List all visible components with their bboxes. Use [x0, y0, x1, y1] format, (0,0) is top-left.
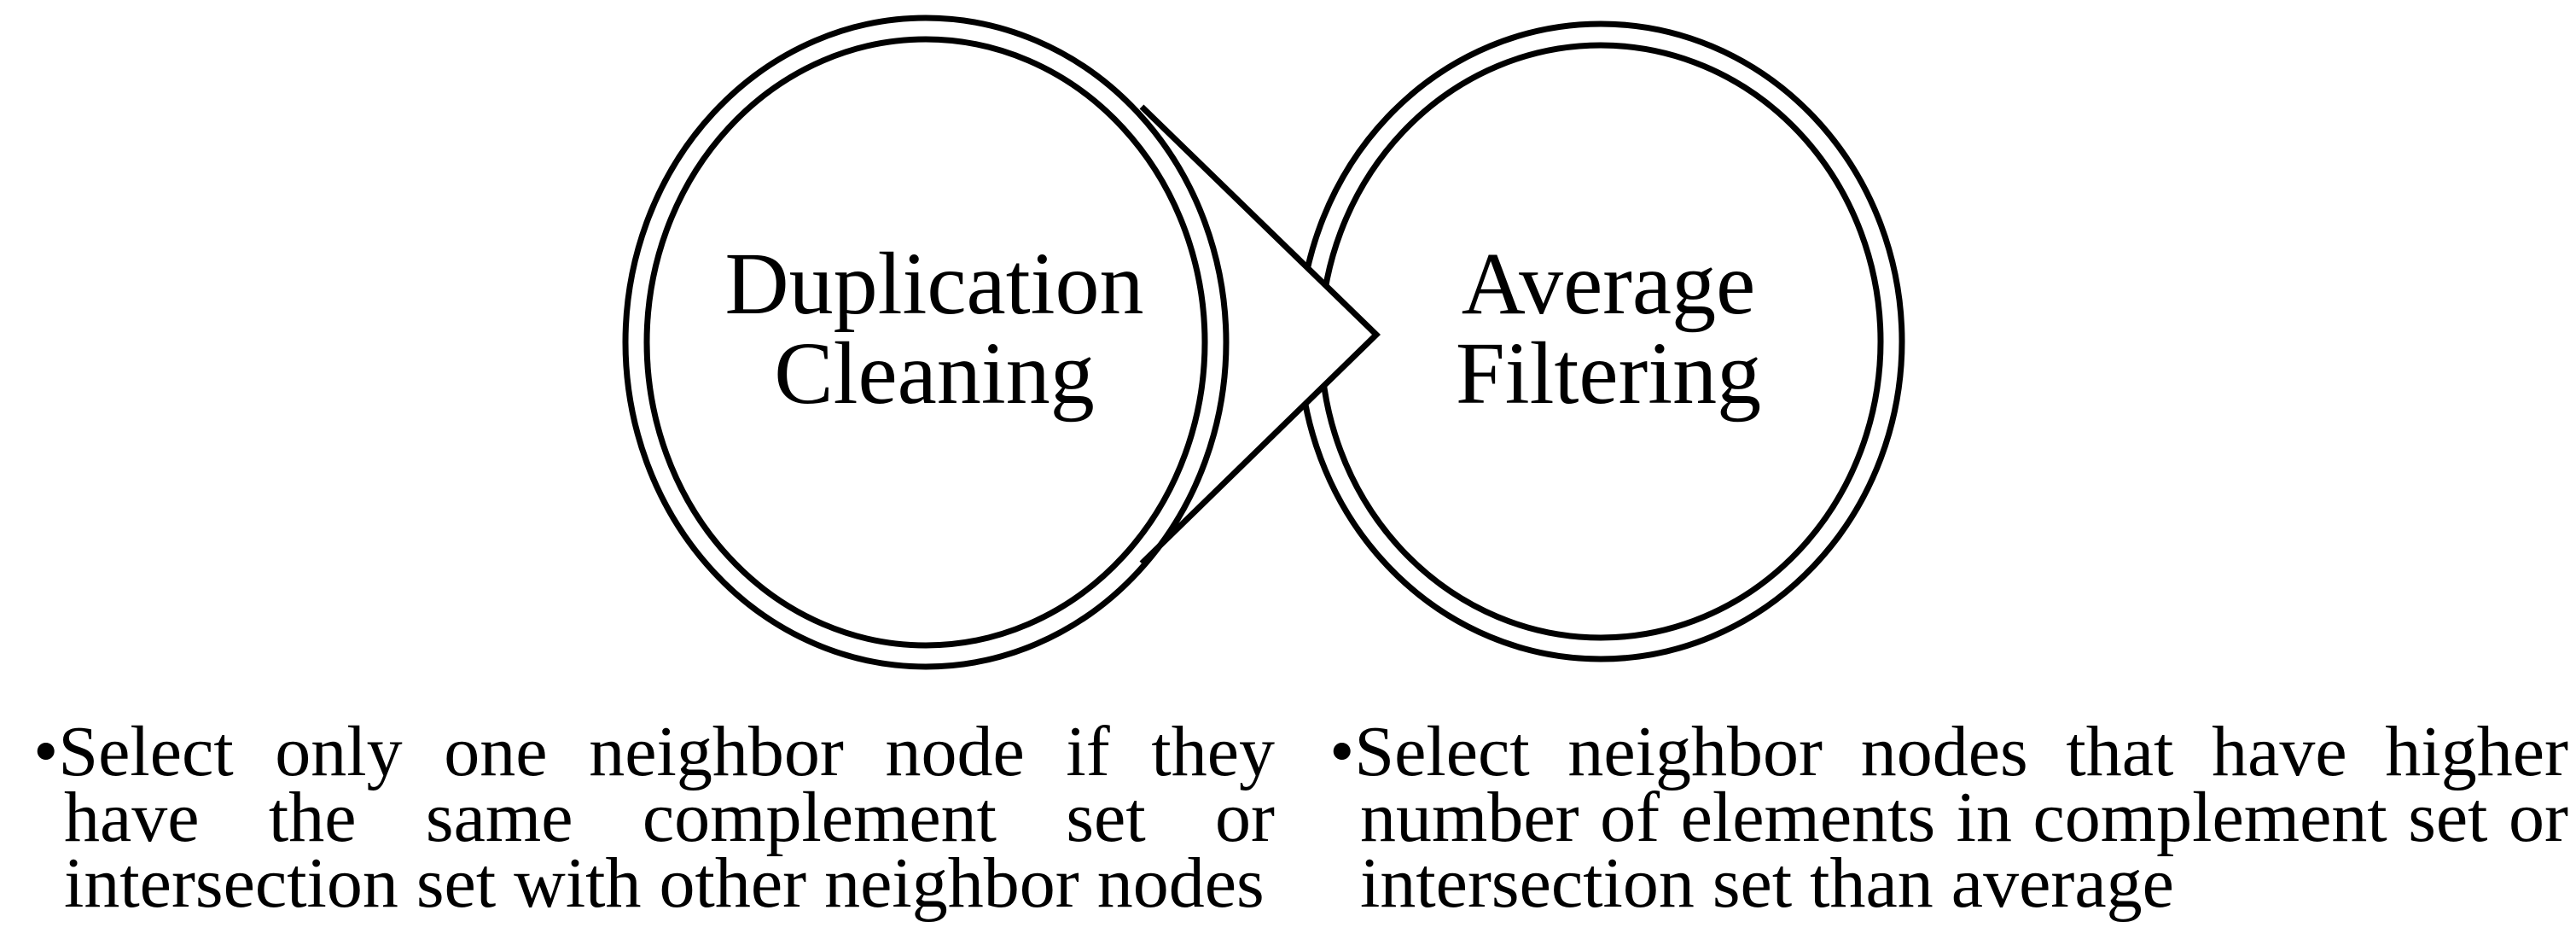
- duplication-cleaning-outer-ring: [622, 15, 1230, 670]
- node-label-average-filtering: Average Filtering: [1310, 239, 1907, 418]
- node-label-line: Average: [1461, 235, 1756, 333]
- bullet-text-line: have the same complement set or: [64, 778, 1275, 857]
- node-label-line: Cleaning: [774, 324, 1095, 423]
- bullet-text-line: intersection set than average: [1360, 843, 2174, 923]
- flow-arrowhead: [1139, 104, 1381, 566]
- duplication-cleaning-inner-ring: [643, 36, 1208, 649]
- bullet-text-line: •Select only one neighbor node if they: [33, 712, 1275, 791]
- node-label-line: Duplication: [724, 235, 1144, 333]
- description-average-filtering: •Select neighbor nodes that have higher …: [1329, 712, 2568, 923]
- bullet-text-line: intersection set with other neighbor nod…: [64, 843, 1265, 923]
- node-label-duplication-cleaning: Duplication Cleaning: [636, 239, 1233, 418]
- bullet-text-line: number of elements in complement set or: [1360, 778, 2568, 857]
- node-label-line: Filtering: [1455, 324, 1762, 423]
- description-duplication-cleaning: •Select only one neighbor node if they h…: [33, 712, 1275, 923]
- bullet-text-line: •Select neighbor nodes that have higher: [1329, 712, 2568, 791]
